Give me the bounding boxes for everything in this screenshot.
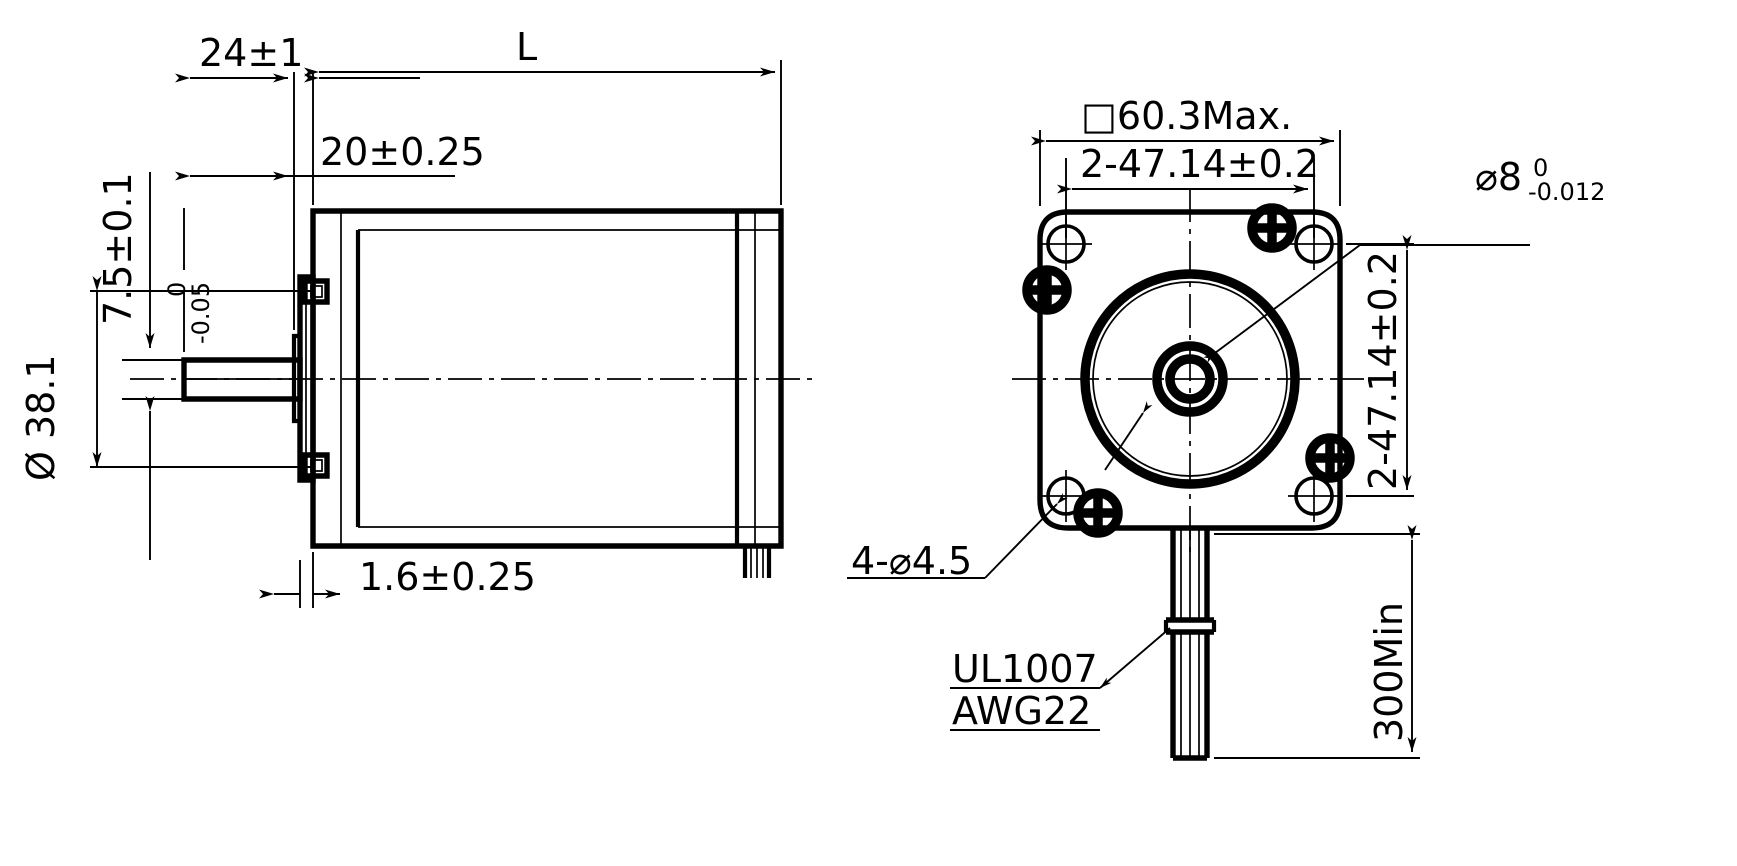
side-view: 24±1 L 20±0.25 7.5±0.1 Ø 38.1 0 -0.05 — [19, 25, 812, 608]
dim-lead-wire-length: 300Min — [1367, 525, 1417, 752]
front-view-lead-wire-bundle — [1163, 528, 1217, 761]
dim-8-upper-tol: 0 — [1533, 154, 1548, 182]
dim-300min-label: 300Min — [1367, 602, 1411, 742]
screw-head-lower-right — [1305, 433, 1355, 483]
front-view-screw-heads — [1022, 203, 1355, 538]
dim-38p1-lower-tol: -0.05 — [187, 282, 215, 344]
mounting-hole-bottom-right — [1288, 470, 1340, 522]
dim-38p1-label: Ø 38.1 — [19, 354, 63, 481]
dim-pilot-boss-length: 20±0.25 — [175, 130, 485, 181]
front-view-body-square — [1037, 209, 1343, 531]
wire-spec-note: UL1007 AWG22 — [950, 627, 1171, 733]
dim-body-length: L — [304, 25, 775, 77]
dim-4x4p5-label: 4-⌀4.5 — [851, 539, 972, 583]
front-view-centerlines — [1012, 188, 1372, 556]
screw-head-upper-left — [1022, 265, 1072, 315]
dim-flange-thickness: 1.6±0.25 — [259, 555, 536, 599]
wire-spec-line2-label: AWG22 — [952, 689, 1091, 733]
dim-L-label: L — [516, 25, 537, 69]
dim-body-square-size: □60.3Max. — [1031, 94, 1334, 146]
front-view-shaft-circle — [1152, 341, 1228, 417]
dim-mounting-pitch-horizontal: 2-47.14±0.2 — [1057, 142, 1319, 194]
front-view: □60.3Max. 2-47.14±0.2 2-47.14±0.2 300Min… — [847, 94, 1605, 761]
side-view-extension-lines — [90, 60, 782, 608]
dim-front-boss-length: 24±1 — [175, 31, 420, 83]
dim-pilot-diameter: Ø 38.1 0 -0.05 — [19, 276, 215, 481]
dim-pitch-v-label: 2-47.14±0.2 — [1361, 251, 1405, 490]
dim-7p5-label: 7.5±0.1 — [96, 172, 140, 325]
dim-mounting-hole-callout: 4-⌀4.5 — [847, 492, 1068, 583]
dim-20-label: 20±0.25 — [320, 130, 485, 174]
dim-shaft-flat-length: 7.5±0.1 — [96, 172, 155, 560]
dim-8-lower-tol: -0.012 — [1528, 178, 1605, 206]
screw-head-upper-right — [1247, 203, 1297, 253]
front-view-pilot-circle — [1080, 269, 1300, 489]
dim-8-label: ⌀8 — [1475, 155, 1522, 199]
dim-1p6-label: 1.6±0.25 — [359, 555, 536, 599]
dim-60p3-label: □60.3Max. — [1081, 94, 1292, 138]
dim-24-label: 24±1 — [199, 31, 303, 75]
dim-shaft-diameter: ⌀8 0 -0.012 — [1104, 154, 1605, 471]
screw-head-lower-left — [1073, 488, 1123, 538]
dim-mounting-pitch-vertical: 2-47.14±0.2 — [1361, 235, 1412, 490]
wire-spec-line1-label: UL1007 — [952, 647, 1098, 691]
dim-38p1-upper-tol: 0 — [163, 282, 191, 297]
dim-pitch-h-label: 2-47.14±0.2 — [1080, 142, 1319, 186]
side-view-lead-wires — [742, 546, 772, 578]
